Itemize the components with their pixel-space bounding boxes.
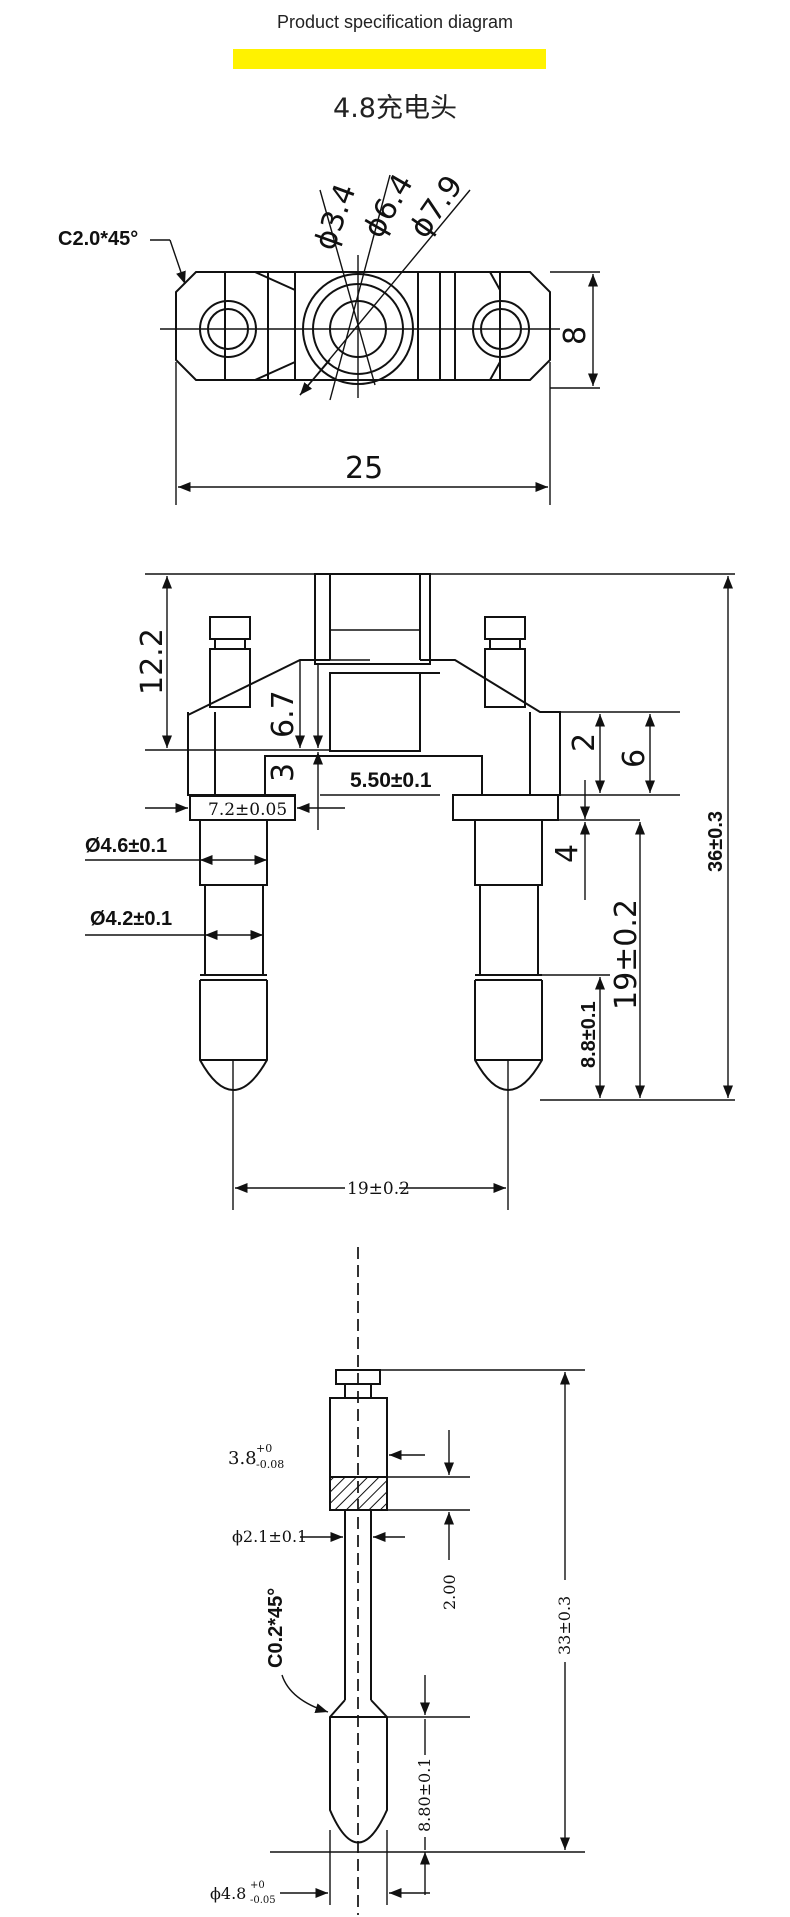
dim-19-horizontal-label: 19±0.2 — [347, 1179, 410, 1199]
right-flange — [452, 794, 559, 821]
dim-3-8-label: 3.8 — [228, 1448, 257, 1469]
top-right-block — [440, 271, 501, 381]
dim-d4-8-tol-lower: -0.05 — [250, 1895, 276, 1906]
dim-4-label: 4 — [550, 844, 585, 863]
right-leg-mid — [479, 884, 539, 976]
dim-5-50-label: 5.50±0.1 — [350, 769, 432, 792]
side-view: 3.8 +0 -0.08 ϕ2.1±0.1 2.00 C0.2*45° 33±0… — [210, 1247, 585, 1915]
dim-3-8-tol-lower: -0.08 — [256, 1458, 284, 1471]
dim-2-00-label: 2.00 — [440, 1574, 459, 1610]
dia-6-4-label: ϕ6.4 — [357, 168, 421, 244]
dim-6-7-label: 6.7 — [266, 690, 301, 738]
top-view: C2.0*45° ϕ3.4 ϕ6.4 ϕ7.9 8 25 — [58, 168, 600, 505]
dim-8-80-label: 8.80±0.1 — [415, 1758, 434, 1832]
left-leg-mid — [204, 884, 264, 976]
dim-3-8-tol-upper: +0 — [256, 1442, 272, 1455]
dim-d4-8-label: ϕ4.8 — [210, 1884, 246, 1903]
dim-6-label: 6 — [617, 749, 652, 768]
accent-bar — [233, 49, 546, 69]
width-25-label: 25 — [345, 451, 383, 486]
dim-d4-6-label: Ø4.6±0.1 — [85, 835, 167, 857]
side-hatched-section — [329, 1476, 388, 1511]
right-pin-cap — [484, 616, 526, 640]
top-chamfer-label: C2.0*45° — [58, 228, 138, 250]
center-top-block — [314, 573, 431, 665]
dim-3-label: 3 — [266, 763, 301, 782]
dia-3-4-label: ϕ3.4 — [308, 179, 364, 254]
dim-d2-1-label: ϕ2.1±0.1 — [232, 1527, 307, 1546]
center-lower-block — [329, 672, 421, 752]
dim-33-label: 33±0.3 — [555, 1596, 574, 1655]
diagram-subtitle: Product specification diagram — [276, 12, 514, 32]
side-tip — [329, 1699, 388, 1844]
dim-8-8-label: 8.8±0.1 — [578, 1001, 600, 1068]
dim-2-label: 2 — [567, 733, 602, 752]
front-view: 12.2 6.7 3 5.50±0.1 7.2±0.05 Ø4.6±0.1 Ø4… — [85, 573, 735, 1210]
dim-d4-2-label: Ø4.2±0.1 — [90, 908, 172, 930]
dim-d4-8-tol-upper: +0 — [250, 1880, 265, 1891]
dia-7-9-label: ϕ7.9 — [403, 169, 470, 244]
dim-12-2-label: 12.2 — [135, 628, 170, 695]
product-title: 4.8充电头 — [333, 93, 457, 124]
dim-19-vertical-label: 19±0.2 — [609, 899, 644, 1010]
height-8-label: 8 — [558, 326, 593, 345]
left-pin-cap — [209, 616, 251, 640]
left-leg-upper — [199, 819, 268, 886]
dim-7-2-label: 7.2±0.05 — [208, 800, 287, 820]
right-leg-upper — [474, 819, 543, 886]
dim-36-label: 36±0.3 — [705, 811, 727, 872]
top-left-block — [224, 271, 296, 381]
side-chamfer-label: C0.2*45° — [265, 1588, 287, 1668]
